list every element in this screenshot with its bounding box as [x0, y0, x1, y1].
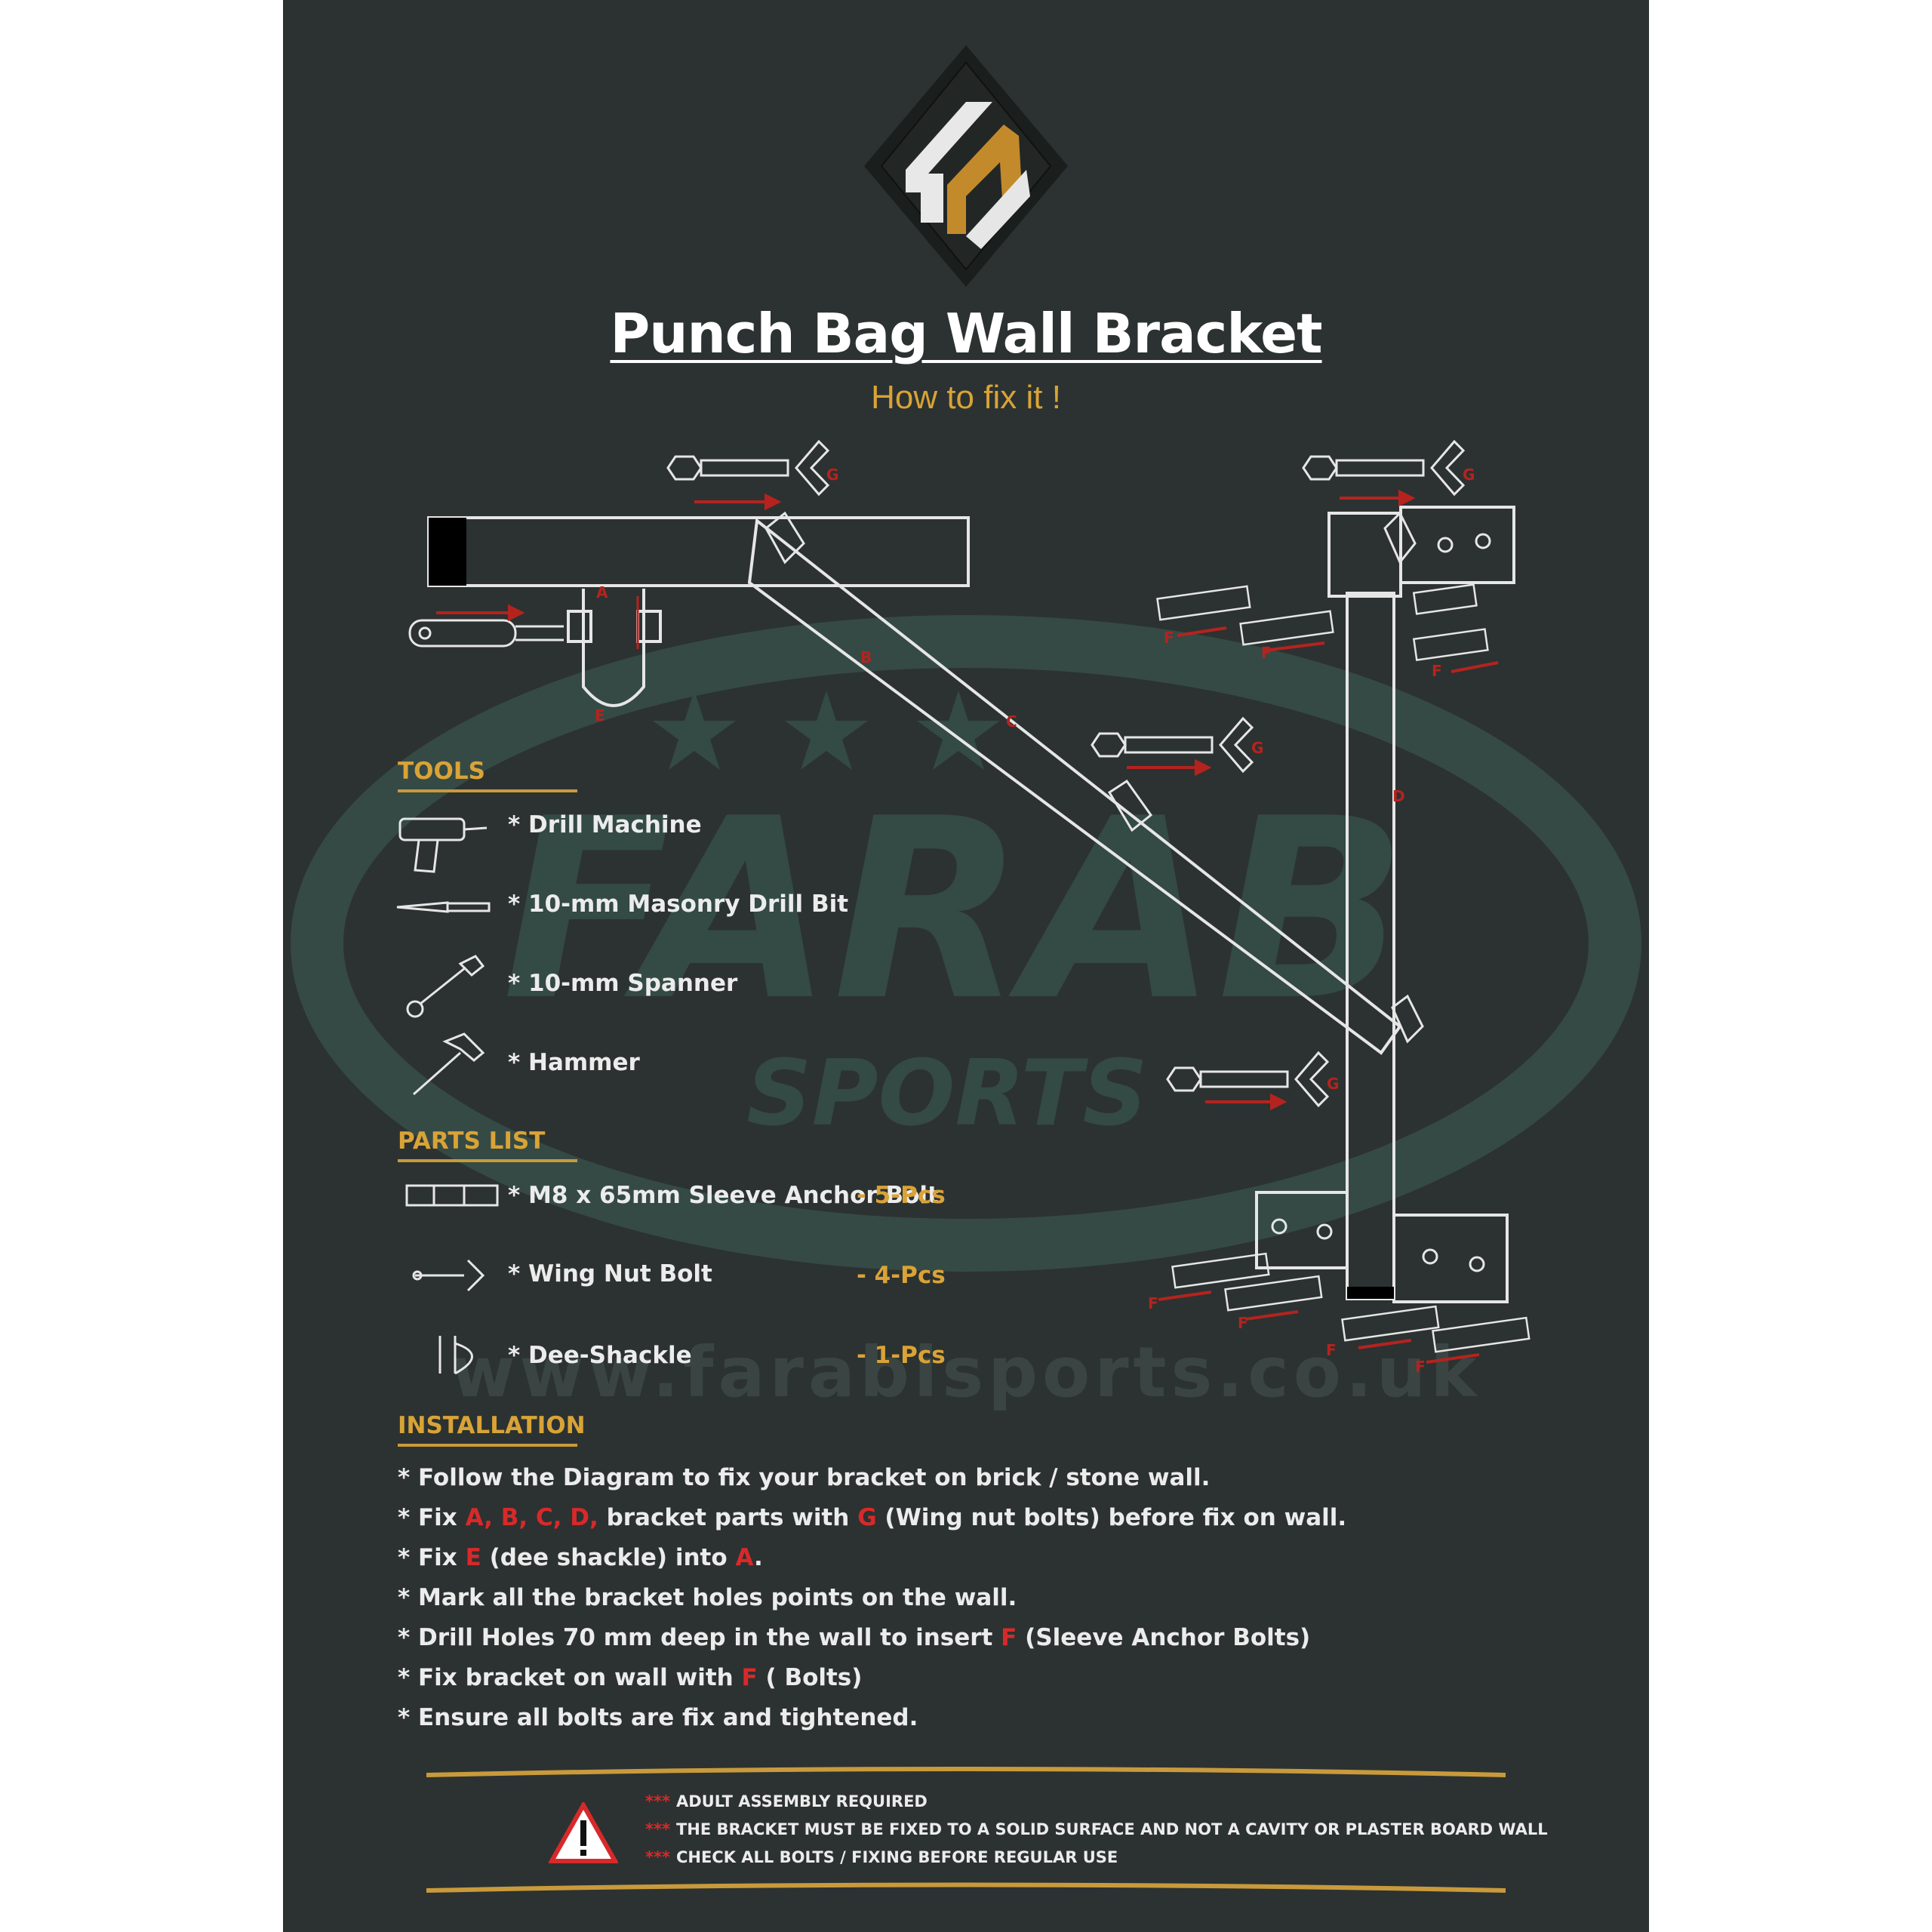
- step-text: * Fix: [398, 1504, 466, 1531]
- step-text: * Drill Holes 70 mm deep in the wall to …: [398, 1624, 1001, 1651]
- svg-text:F: F: [1238, 1314, 1248, 1332]
- tools-heading: TOOLS: [398, 758, 577, 792]
- label-b: B: [860, 648, 872, 666]
- dee-shackle-icon: [438, 1336, 473, 1375]
- warning-dividers: [426, 1767, 1506, 1893]
- installation-step: * Drill Holes 70 mm deep in the wall to …: [398, 1624, 1310, 1651]
- warning-line-3: ***CHECK ALL BOLTS / FIXING BEFORE REGUL…: [645, 1848, 1118, 1866]
- watermark-sub: SPORTS: [746, 1041, 1148, 1146]
- label-a: A: [596, 583, 608, 601]
- label-f: F: [1164, 629, 1174, 647]
- drill-icon: [398, 817, 488, 873]
- installation-step: * Fix A, B, C, D, bracket parts with G (…: [398, 1504, 1346, 1531]
- svg-text:F: F: [1326, 1341, 1337, 1359]
- tool-drill-bit: * 10-mm Masonry Drill Bit: [508, 891, 849, 918]
- bracket-arm-a: [427, 516, 970, 587]
- label-c: C: [1006, 712, 1017, 731]
- svg-text:G: G: [1463, 466, 1475, 484]
- part-ref-highlight: G: [857, 1504, 877, 1531]
- parts-heading: PARTS LIST: [398, 1128, 577, 1162]
- step-text: * Fix: [398, 1544, 466, 1571]
- tool-hammer: * Hammer: [508, 1049, 640, 1076]
- svg-text:F: F: [1432, 662, 1442, 680]
- watermark: FARAB SPORTS www.farabisports.co.uk: [291, 615, 1641, 1413]
- part-ref-highlight: F: [741, 1664, 758, 1691]
- part-anchor-bolt-qty: - 5-Pcs: [857, 1182, 946, 1209]
- tool-spanner: * 10-mm Spanner: [508, 970, 738, 997]
- installation-step: * Ensure all bolts are fix and tightened…: [398, 1704, 918, 1731]
- wing-nut-bolt-icon: [412, 1259, 485, 1292]
- warning-line-1: ***ADULT ASSEMBLY REQUIRED: [645, 1792, 928, 1810]
- part-ref-highlight: A, B, C, D,: [465, 1504, 598, 1531]
- part-ref-highlight: A: [735, 1544, 755, 1571]
- svg-text:G: G: [1251, 739, 1263, 757]
- installation-step: * Fix bracket on wall with F ( Bolts): [398, 1664, 862, 1691]
- step-text: * Fix bracket on wall with: [398, 1664, 742, 1691]
- tool-drill-machine: * Drill Machine: [508, 811, 702, 838]
- part-ref-highlight: E: [465, 1544, 481, 1571]
- part-ref-highlight: F: [1001, 1624, 1017, 1651]
- page-title: Punch Bag Wall Bracket: [610, 302, 1322, 365]
- drill-bit-icon: [396, 901, 491, 913]
- step-text: * Ensure all bolts are fix and tightened…: [398, 1704, 918, 1731]
- anchor-bolt-icon: [405, 1184, 499, 1207]
- instruction-sheet: FARAB SPORTS www.farabisports.co.uk Punc…: [283, 0, 1649, 1932]
- label-d: D: [1392, 787, 1405, 805]
- bracket-brace-bc: [747, 518, 1402, 1055]
- step-text: bracket parts with: [598, 1504, 858, 1531]
- installation-step: * Fix E (dee shackle) into A.: [398, 1544, 763, 1571]
- watermark-url: www.farabisports.co.uk: [451, 1332, 1481, 1413]
- bracket-diagram: A B C D E F F F F F F F G G G G: [408, 439, 1531, 1376]
- step-text: * Mark all the bracket holes points on t…: [398, 1584, 1017, 1611]
- warning-triangle-icon: [549, 1802, 618, 1863]
- step-text: .: [754, 1544, 763, 1571]
- step-text: ( Bolts): [757, 1664, 863, 1691]
- step-text: * Follow the Diagram to fix your bracket…: [398, 1464, 1211, 1491]
- farabi-logo: [864, 45, 1068, 287]
- part-anchor-bolt: * M8 x 65mm Sleeve Anchor Bolt: [508, 1182, 939, 1209]
- watermark-brand: FARAB: [502, 765, 1407, 1055]
- label-e: E: [595, 706, 605, 724]
- warning-line-2: ***THE BRACKET MUST BE FIXED TO A SOLID …: [645, 1820, 1548, 1838]
- bracket-post-d: [1346, 592, 1395, 1300]
- svg-text:G: G: [1327, 1075, 1339, 1093]
- step-text: (Wing nut bolts) before fix on wall.: [876, 1504, 1347, 1531]
- page-subtitle: How to fix it !: [871, 379, 1061, 416]
- part-wing-nut-bolt: * Wing Nut Bolt: [508, 1260, 712, 1287]
- step-text: (dee shackle) into: [481, 1544, 736, 1571]
- installation-step: * Mark all the bracket holes points on t…: [398, 1584, 1017, 1611]
- installation-step: * Follow the Diagram to fix your bracket…: [398, 1464, 1210, 1491]
- svg-text:F: F: [1261, 644, 1272, 662]
- step-text: (Sleeve Anchor Bolts): [1017, 1624, 1311, 1651]
- svg-text:F: F: [1148, 1294, 1158, 1312]
- part-wing-nut-bolt-qty: - 4-Pcs: [857, 1262, 946, 1289]
- svg-text:F: F: [1415, 1358, 1426, 1376]
- spanner-icon: [406, 955, 485, 1018]
- part-dee-shackle-qty: - 1-Pcs: [857, 1342, 946, 1369]
- hammer-icon: [413, 1032, 485, 1096]
- installation-heading: INSTALLATION: [398, 1412, 586, 1447]
- part-dee-shackle: * Dee-Shackle: [508, 1342, 692, 1369]
- label-g: G: [826, 466, 838, 484]
